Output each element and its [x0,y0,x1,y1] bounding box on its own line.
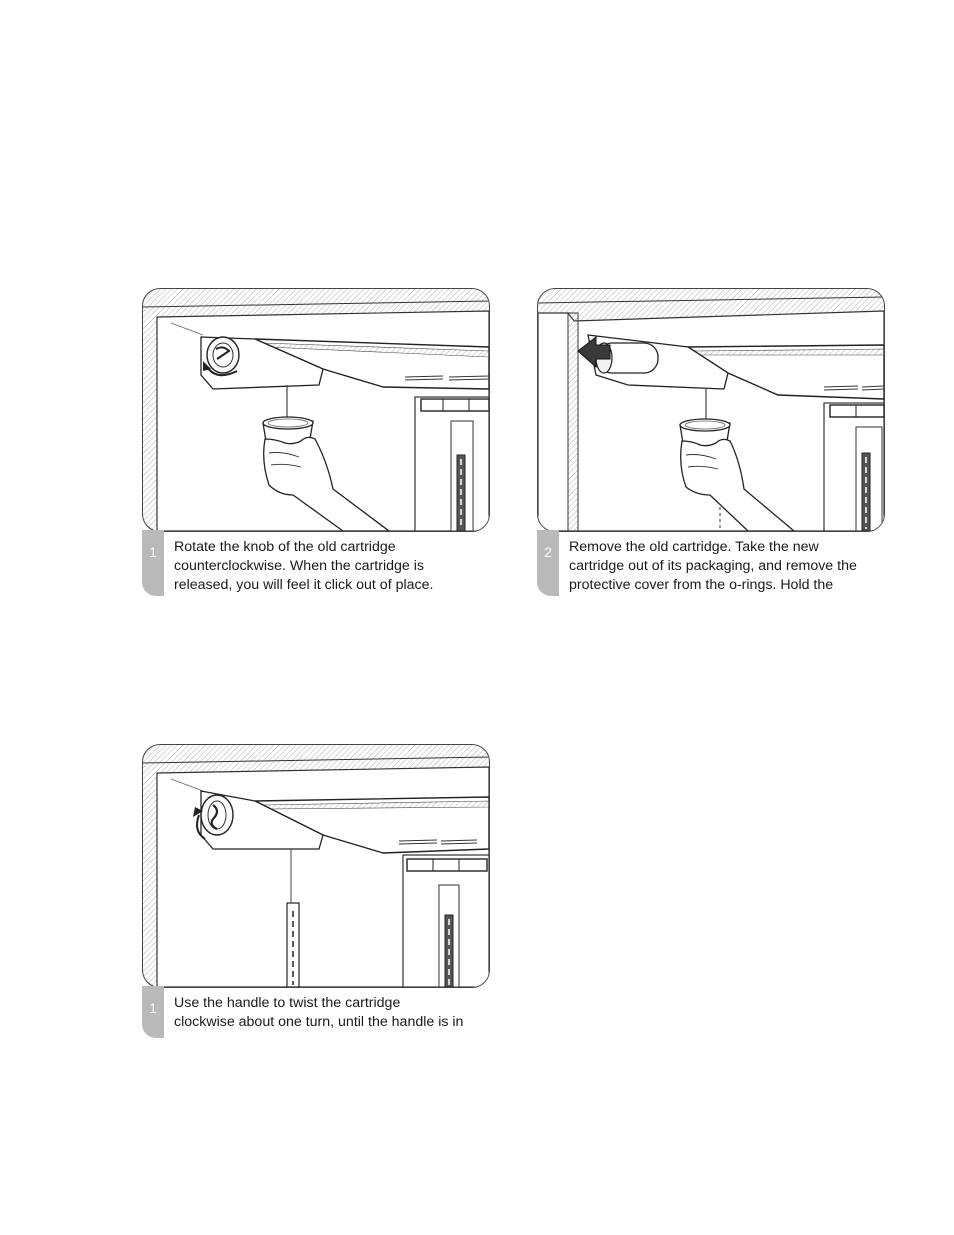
step-number: 1 [149,1000,157,1016]
caption-line: cartridge out of its packaging, and remo… [569,558,857,574]
caption-line: protective cover from the o-rings. Hold … [569,577,834,593]
remove-cartridge-arrow-icon [538,289,884,531]
rotate-knob-counterclockwise-icon [143,289,489,531]
step-number: 2 [544,544,552,560]
step-caption: Remove the old cartridge. Take the new c… [569,538,857,595]
step-2-illustration [537,288,885,532]
step-caption: Rotate the knob of the old cartridge cou… [174,538,433,595]
caption-line: Rotate the knob of the old cartridge [174,539,396,555]
caption-line: Use the handle to twist the cartridge [174,995,401,1011]
step-number-badge: 1 [142,986,164,1038]
step-number-badge: 1 [142,530,164,596]
caption-line: released, you will feel it click out of … [174,577,434,593]
caption-line: counterclockwise. When the cartridge is [174,558,424,574]
step-1-illustration [142,288,490,532]
step-number-badge: 2 [537,530,559,596]
twist-handle-clockwise-icon [143,745,489,987]
step-caption: Use the handle to twist the cartridge cl… [174,994,463,1032]
step-panel-1: 1 Rotate the knob of the old cartridge c… [142,288,492,598]
step-panel-2: 2 Remove the old cartridge. Take the new… [537,288,897,598]
caption-line: Remove the old cartridge. Take the new [569,539,819,555]
step-number: 1 [149,544,157,560]
step-3-illustration [142,744,490,988]
caption-line: clockwise about one turn, until the hand… [174,1014,464,1030]
step-panel-3: 1 Use the handle to twist the cartridge … [142,744,494,1044]
